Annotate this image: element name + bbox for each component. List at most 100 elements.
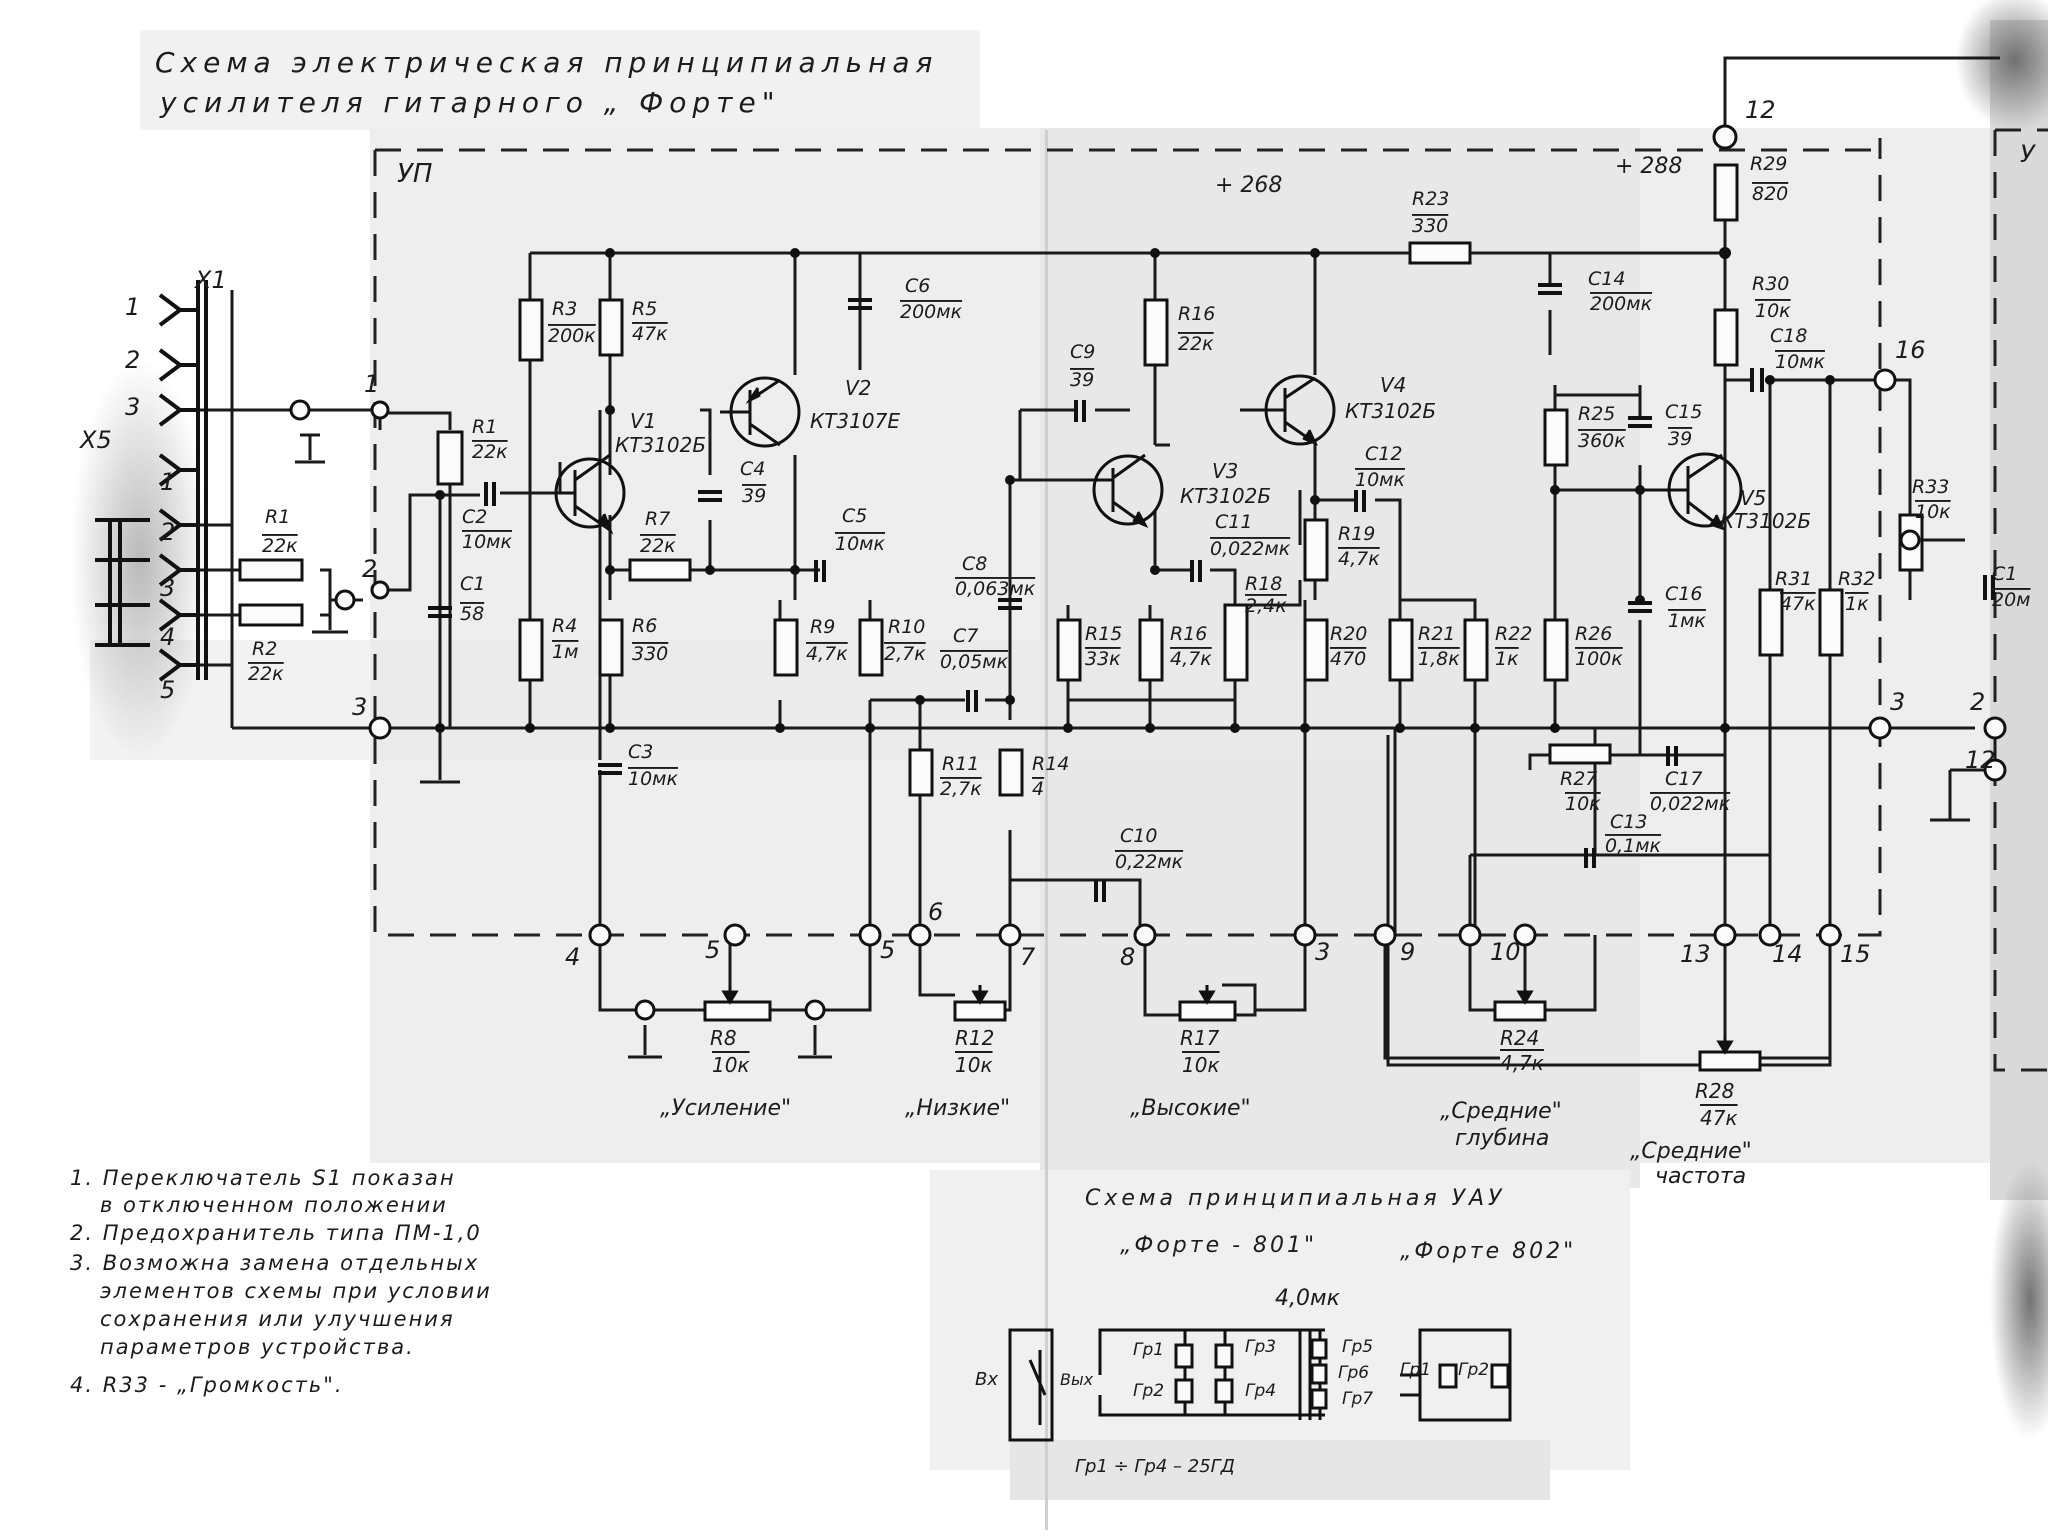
- c13-val: 0,1мк: [1605, 835, 1662, 857]
- r26-val: 100к: [1575, 648, 1623, 670]
- c3-ref: C3: [628, 741, 653, 763]
- r32-ref: R32: [1838, 568, 1875, 590]
- r16a-ref: R16: [1178, 303, 1215, 325]
- r8-ref: R8: [710, 1026, 737, 1050]
- node-3b: 3: [1315, 938, 1330, 966]
- c1-val: 58: [460, 603, 484, 625]
- r12-caption: „Низкие": [905, 1096, 1010, 1121]
- c1-right-ref: C1: [1992, 563, 2017, 585]
- node-2-right: 2: [1970, 688, 1985, 716]
- r17-val: 10к: [1182, 1053, 1220, 1077]
- node-6: 6: [928, 898, 943, 926]
- r22-ref: R22: [1495, 623, 1532, 645]
- r15-ref: R15: [1085, 623, 1122, 645]
- node-15: 15: [1840, 940, 1871, 968]
- uau-cap: 4,0мк: [1275, 1286, 1341, 1311]
- ground-symbols: [295, 433, 1970, 1059]
- capacitor-c8: [998, 598, 1022, 610]
- r12-ref: R12: [955, 1026, 994, 1050]
- r29-val: 820: [1752, 183, 1788, 205]
- c1-right-val: 20м: [1992, 589, 2031, 611]
- potentiometer-wipers: [721, 985, 1734, 1055]
- r24-caption: „Средние": [1440, 1099, 1562, 1124]
- r24-ref: R24: [1500, 1026, 1539, 1050]
- c10-ref: C10: [1120, 825, 1157, 847]
- capacitor-c1-right: [1983, 575, 1995, 600]
- r21-ref: R21: [1418, 623, 1455, 645]
- c8-ref: C8: [962, 553, 987, 575]
- v4-ref: V4: [1380, 373, 1406, 397]
- resistor-r29: [1713, 163, 1739, 222]
- c4-val: 39: [742, 485, 766, 507]
- resistor-r5: [598, 298, 624, 357]
- x5-pin-4: 4: [160, 623, 175, 651]
- resistor-r31: [1758, 588, 1784, 657]
- node-9: 9: [1400, 938, 1415, 966]
- c3-val: 10мк: [628, 768, 679, 790]
- node-7: 7: [1020, 943, 1036, 971]
- r29-ref: R29: [1750, 153, 1787, 175]
- v4-type: КТ3102Б: [1345, 399, 1436, 423]
- r5-val: 47к: [632, 323, 668, 345]
- resistor-r30: [1713, 308, 1739, 367]
- board-label-up: УП: [397, 159, 432, 189]
- r9-val: 4,7к: [806, 643, 848, 665]
- v5-ref: V5: [1740, 486, 1766, 510]
- node-5a: 5: [705, 936, 720, 964]
- v3-type: КТ3102Б: [1180, 484, 1271, 508]
- r28-caption: „Средние": [1630, 1139, 1752, 1164]
- capacitor-c7: [966, 690, 978, 712]
- c15-val: 39: [1668, 428, 1692, 450]
- capacitor-c4: [698, 490, 722, 502]
- resistor-r21: [1388, 618, 1414, 682]
- r11-ref: R11: [942, 753, 979, 775]
- note-line-7: параметров устройства.: [100, 1335, 415, 1359]
- c11-ref: C11: [1215, 511, 1252, 533]
- capacitor-c6: [848, 298, 872, 310]
- r23-ref: R23: [1412, 188, 1449, 210]
- r14-val: 4: [1032, 778, 1044, 800]
- x1-pin-2: 2: [125, 346, 140, 374]
- r30-ref: R30: [1752, 273, 1789, 295]
- wiring: [200, 56, 2000, 1067]
- voltage-288: + 288: [1615, 154, 1682, 179]
- r17-caption: „Высокие": [1130, 1096, 1251, 1121]
- uau-gr1b: Гр1: [1400, 1360, 1431, 1380]
- c18-val: 10мк: [1775, 351, 1826, 373]
- r31-ref: R31: [1775, 568, 1812, 590]
- board-outline: [373, 128, 2048, 1072]
- note-line-5: элементов схемы при условии: [100, 1279, 492, 1303]
- capacitor-labels: C1 58 C2 10мк C3 10мк C4 39 C5 10мк C6 2…: [460, 268, 2031, 873]
- v5-type: КТ3102Б: [1720, 509, 1811, 533]
- transistor-v1: [554, 453, 626, 535]
- r27-val: 10к: [1565, 793, 1601, 815]
- c1-ref: C1: [460, 573, 485, 595]
- r12-val: 10к: [955, 1053, 993, 1077]
- capacitor-c11: [1190, 560, 1202, 582]
- capacitor-c13: [1584, 848, 1596, 868]
- potentiometer-r24: [1493, 1000, 1547, 1022]
- transistor-v3: [1080, 453, 1164, 529]
- x5-pin-5: 5: [160, 676, 175, 704]
- v3-ref: V3: [1212, 459, 1238, 483]
- v2-ref: V2: [845, 376, 871, 400]
- c14-val: 200мк: [1590, 293, 1653, 315]
- capacitor-c15: [1628, 416, 1652, 428]
- uau-title: Схема принципиальная УАУ: [1085, 1186, 1505, 1211]
- c7-val: 0,05мк: [940, 651, 1009, 673]
- resistor-r14: [998, 748, 1024, 797]
- resistor-r19: [1303, 518, 1329, 582]
- potentiometer-r8: [703, 1000, 772, 1022]
- uau-model-1: „Форте - 801": [1120, 1233, 1317, 1258]
- uau-gr2b: Гр2: [1458, 1360, 1489, 1380]
- transistor-v4: [1240, 374, 1336, 446]
- node-12: 12: [1745, 96, 1776, 124]
- r1a-ref: R1: [472, 416, 497, 438]
- c9-ref: C9: [1070, 341, 1095, 363]
- x5-pin-2: 2: [160, 518, 175, 546]
- potentiometer-labels: R8 10к „Усиление" R12 10к „Низкие" R17 1…: [660, 1026, 1752, 1189]
- c12-val: 10мк: [1355, 469, 1406, 491]
- connector-x1-label: X1: [193, 266, 227, 294]
- uau-gr6: Гр6: [1338, 1363, 1369, 1383]
